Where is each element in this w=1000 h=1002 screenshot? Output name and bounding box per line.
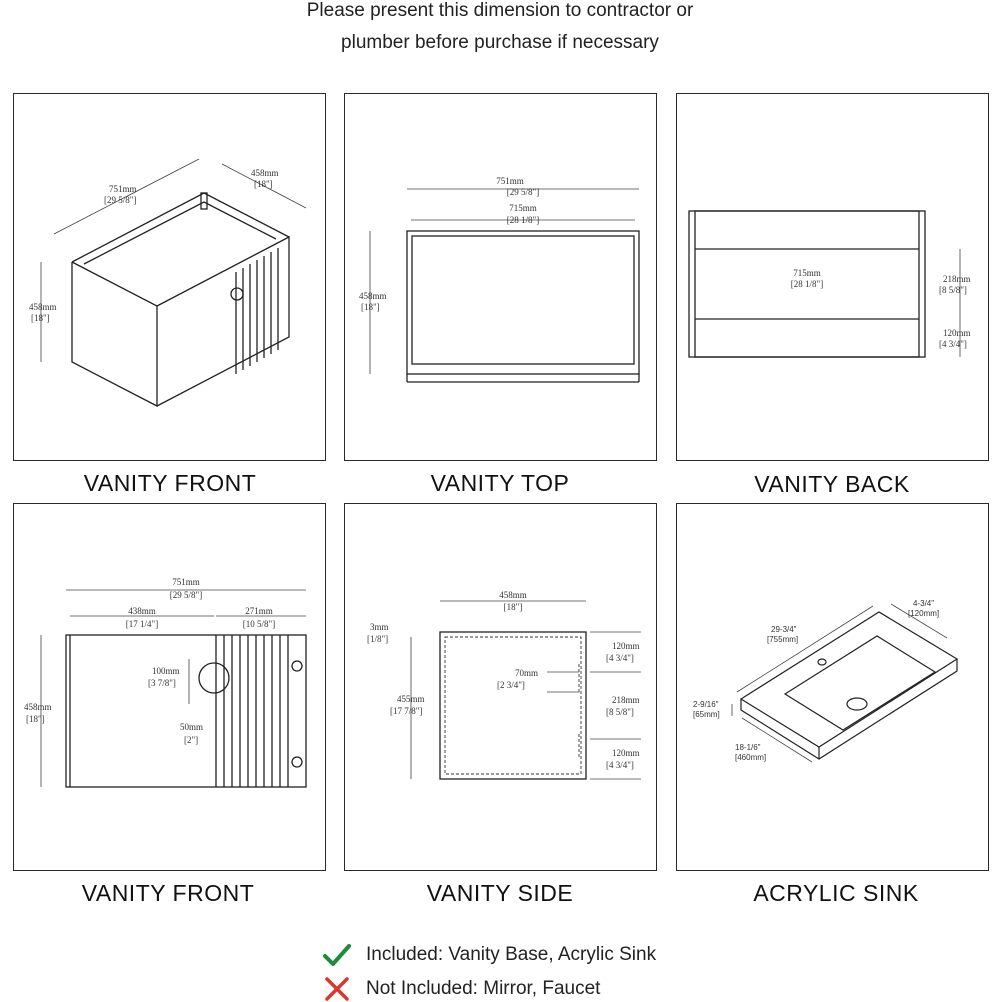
dim-width-mm: 458mm [499,590,527,600]
dim-inner-mm: 715mm [509,203,537,213]
dim-bottom-in: [4 3/4"] [606,760,634,770]
dim-width-in: [29 5/8"] [104,195,136,205]
dim-height-mm: 458mm [24,702,52,712]
dim-knob2-mm: 50mm [180,722,203,732]
dim-depth-mm: 458mm [251,168,279,178]
dim-width-in: [18"] [504,602,523,612]
vanity-back-drawing: 715mm [28 1/8"] 218mm [8 5/8"] 120mm [4 … [688,210,971,358]
dim-knob-mm: 100mm [152,666,180,676]
dim-height-mm: 458mm [29,302,57,312]
legend-not-included: Not Included: Mirror, Faucet [322,976,600,1002]
dim-right-mm: 271mm [245,606,273,616]
vanity-front-iso-drawing: 751mm [29 5/8"] 458mm [18"] 458mm [18"] [29,158,307,408]
dim-a-in: [8 5/8"] [939,285,967,295]
vanity-front-flat-drawing: 751mm [29 5/8"] 438mm [17 1/4"] 271mm [1… [24,577,307,788]
dim-right-in: [10 5/8"] [243,619,275,629]
cross-icon [325,977,349,1001]
panel-vanity-front-iso: 751mm [29 5/8"] 458mm [18"] 458mm [18"] [13,93,326,461]
legend-included: Included: Vanity Base, Acrylic Sink [322,942,656,968]
dim-width-in: 29-3/4" [771,625,797,634]
dim-height-in: [17 7/8"] [390,706,422,716]
dim-knob2-in: [2"] [184,735,198,745]
panel-vanity-top: 751mm [29 5/8"] 715mm [28 1/8"] 458mm [1… [344,93,657,461]
dim-height-in: 2-9/16" [693,700,719,709]
caption-vanity-top: VANITY TOP [430,470,570,496]
dim-top-in: 4-3/4" [913,599,934,608]
vanity-top-drawing: 751mm [29 5/8"] 715mm [28 1/8"] 458mm [1… [359,176,640,383]
caption-vanity-side: VANITY SIDE [426,880,574,906]
dim-depth-mm: [460mm] [735,753,766,762]
panel-acrylic-sink: 4-3/4" [120mm] 29-3/4" [755mm] 2-9/16" [… [676,503,989,871]
dim-width-mm: [755mm] [767,635,798,644]
dim-height-mm: [65mm] [693,710,720,719]
dim-height-in: [18"] [31,313,50,323]
dim-b-mm: 120mm [943,328,971,338]
dim-height-mm: 455mm [397,694,425,704]
header-line-2: plumber before purchase if necessary [341,32,659,53]
dim-width-mm: 751mm [109,184,137,194]
dim-outer-in: [29 5/8"] [507,187,539,197]
dim-top-mm: [120mm] [908,609,939,618]
dim-knob-in: [3 7/8"] [148,678,176,688]
dim-left-mm: 438mm [128,606,156,616]
dim-height-in: [18"] [26,714,45,724]
dim-thickness-mm: 3mm [370,622,389,632]
legend-included-text: Included: Vanity Base, Acrylic Sink [366,944,657,965]
dim-width-in: [29 5/8"] [170,590,202,600]
dim-mid-mm: 218mm [612,695,640,705]
dim-height-in: [18"] [361,302,380,312]
dim-thickness-in: [1/8"] [367,634,388,644]
header-line-1: Please present this dimension to contrac… [306,0,694,21]
dim-top-in: [4 3/4"] [606,653,634,663]
legend-not-included-text: Not Included: Mirror, Faucet [366,978,601,999]
caption-acrylic-sink: ACRYLIC SINK [753,880,919,906]
panel-vanity-back: 715mm [28 1/8"] 218mm [8 5/8"] 120mm [4 … [676,93,989,461]
dim-middle-in: [2 3/4"] [497,680,525,690]
dim-top-mm: 120mm [612,641,640,651]
dim-width-mm: 715mm [793,268,821,278]
dim-outer-mm: 751mm [496,176,524,186]
dim-height-mm: 458mm [359,291,387,301]
caption-vanity-front-2: VANITY FRONT [81,880,255,906]
dim-depth-in: 18-1/6" [735,743,761,752]
dim-bottom-mm: 120mm [612,748,640,758]
dim-width-mm: 751mm [172,577,200,587]
dim-width-in: [28 1/8"] [791,279,823,289]
acrylic-sink-drawing: 4-3/4" [120mm] 29-3/4" [755mm] 2-9/16" [… [693,599,959,763]
caption-vanity-front-1: VANITY FRONT [83,470,257,496]
dim-inner-in: [28 1/8"] [507,215,539,225]
dim-left-in: [17 1/4"] [126,619,158,629]
dim-middle-mm: 70mm [515,668,538,678]
caption-vanity-back: VANITY BACK [754,471,910,497]
dim-depth-in: [18"] [254,179,273,189]
check-icon [323,944,351,966]
vanity-side-drawing: 458mm [18"] 3mm [1/8"] 455mm [17 7/8"] 7… [367,590,641,780]
dim-mid-in: [8 5/8"] [606,707,634,717]
dim-a-mm: 218mm [943,274,971,284]
panel-vanity-front-flat: 751mm [29 5/8"] 438mm [17 1/4"] 271mm [1… [13,503,326,871]
panel-vanity-side: 458mm [18"] 3mm [1/8"] 455mm [17 7/8"] 7… [344,503,657,871]
dim-b-in: [4 3/4"] [939,339,967,349]
